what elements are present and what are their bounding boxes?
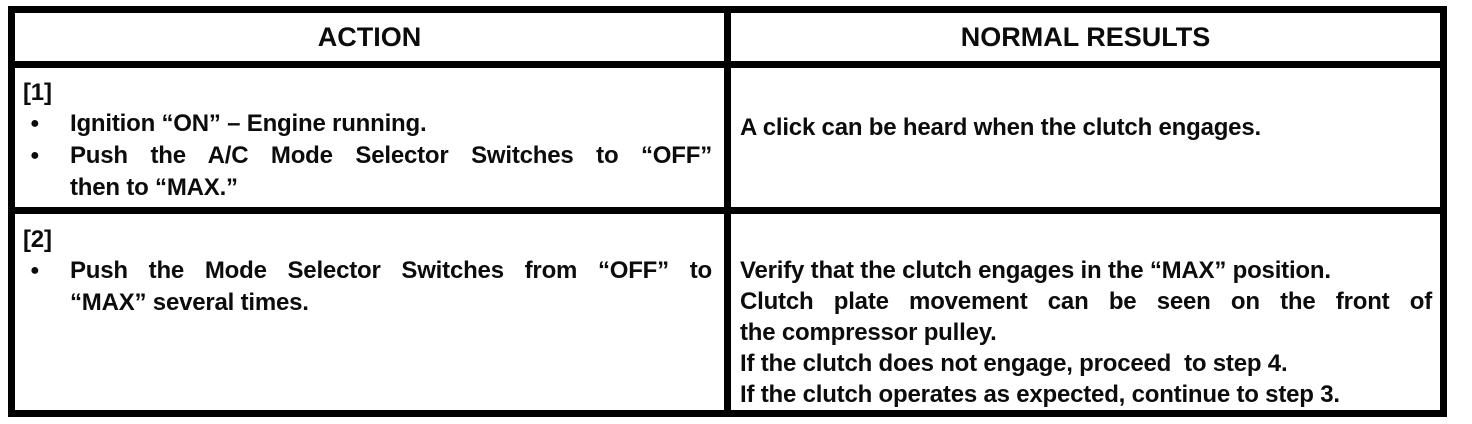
step-number-label: [1] — [23, 79, 52, 106]
result-cell-step-2: Verify that the clutch engages in the “M… — [731, 214, 1440, 410]
result-text-line: If the clutch does not engage, proceed t… — [740, 350, 1288, 377]
result-text-line: the compressor pulley. — [740, 319, 997, 346]
bullet-icon: ● — [30, 115, 40, 132]
result-text-line: If the clutch operates as expected, cont… — [740, 381, 1340, 408]
list-item-text: Ignition “ON” – Engine running. — [70, 108, 712, 140]
result-text-line: A click can be heard when the clutch eng… — [740, 114, 1261, 141]
result-text-line: Clutch plate movement can be seen on the… — [740, 288, 1432, 315]
result-text-line: Verify that the clutch engages in the “M… — [740, 257, 1331, 284]
header-label-action: ACTION — [317, 21, 422, 52]
action-results-table: ACTION NORMAL RESULTS [1] ● Ignition “ON… — [8, 6, 1447, 417]
action-text-line: Push the A/C Mode Selector Switches to “… — [70, 142, 712, 169]
action-cell-step-2: [2] ● Push the Mode Selector Switches fr… — [15, 214, 724, 410]
action-text-line: “MAX” several times. — [70, 289, 309, 316]
result-cell-step-1: A click can be heard when the clutch eng… — [731, 68, 1440, 207]
list-item-text: Push the Mode Selector Switches from “OF… — [70, 255, 712, 319]
list-item: ● Push the Mode Selector Switches from “… — [21, 255, 712, 319]
bullet-icon: ● — [30, 262, 40, 279]
header-cell-action: ACTION — [15, 13, 724, 61]
action-text-line: Ignition “ON” – Engine running. — [70, 110, 427, 137]
header-label-normal-results: NORMAL RESULTS — [960, 21, 1211, 52]
action-text-line: Push the Mode Selector Switches from “OF… — [70, 257, 712, 284]
list-item: ● Push the A/C Mode Selector Switches to… — [21, 140, 712, 204]
list-item: ● Ignition “ON” – Engine running. — [21, 108, 712, 140]
list-item-text: Push the A/C Mode Selector Switches to “… — [70, 140, 712, 204]
action-cell-step-1: [1] ● Ignition “ON” – Engine running. ● … — [15, 68, 724, 207]
header-cell-normal-results: NORMAL RESULTS — [731, 13, 1440, 61]
step-number-label: [2] — [23, 226, 52, 253]
bullet-icon: ● — [30, 147, 40, 164]
action-text-line: then to “MAX.” — [70, 174, 238, 201]
